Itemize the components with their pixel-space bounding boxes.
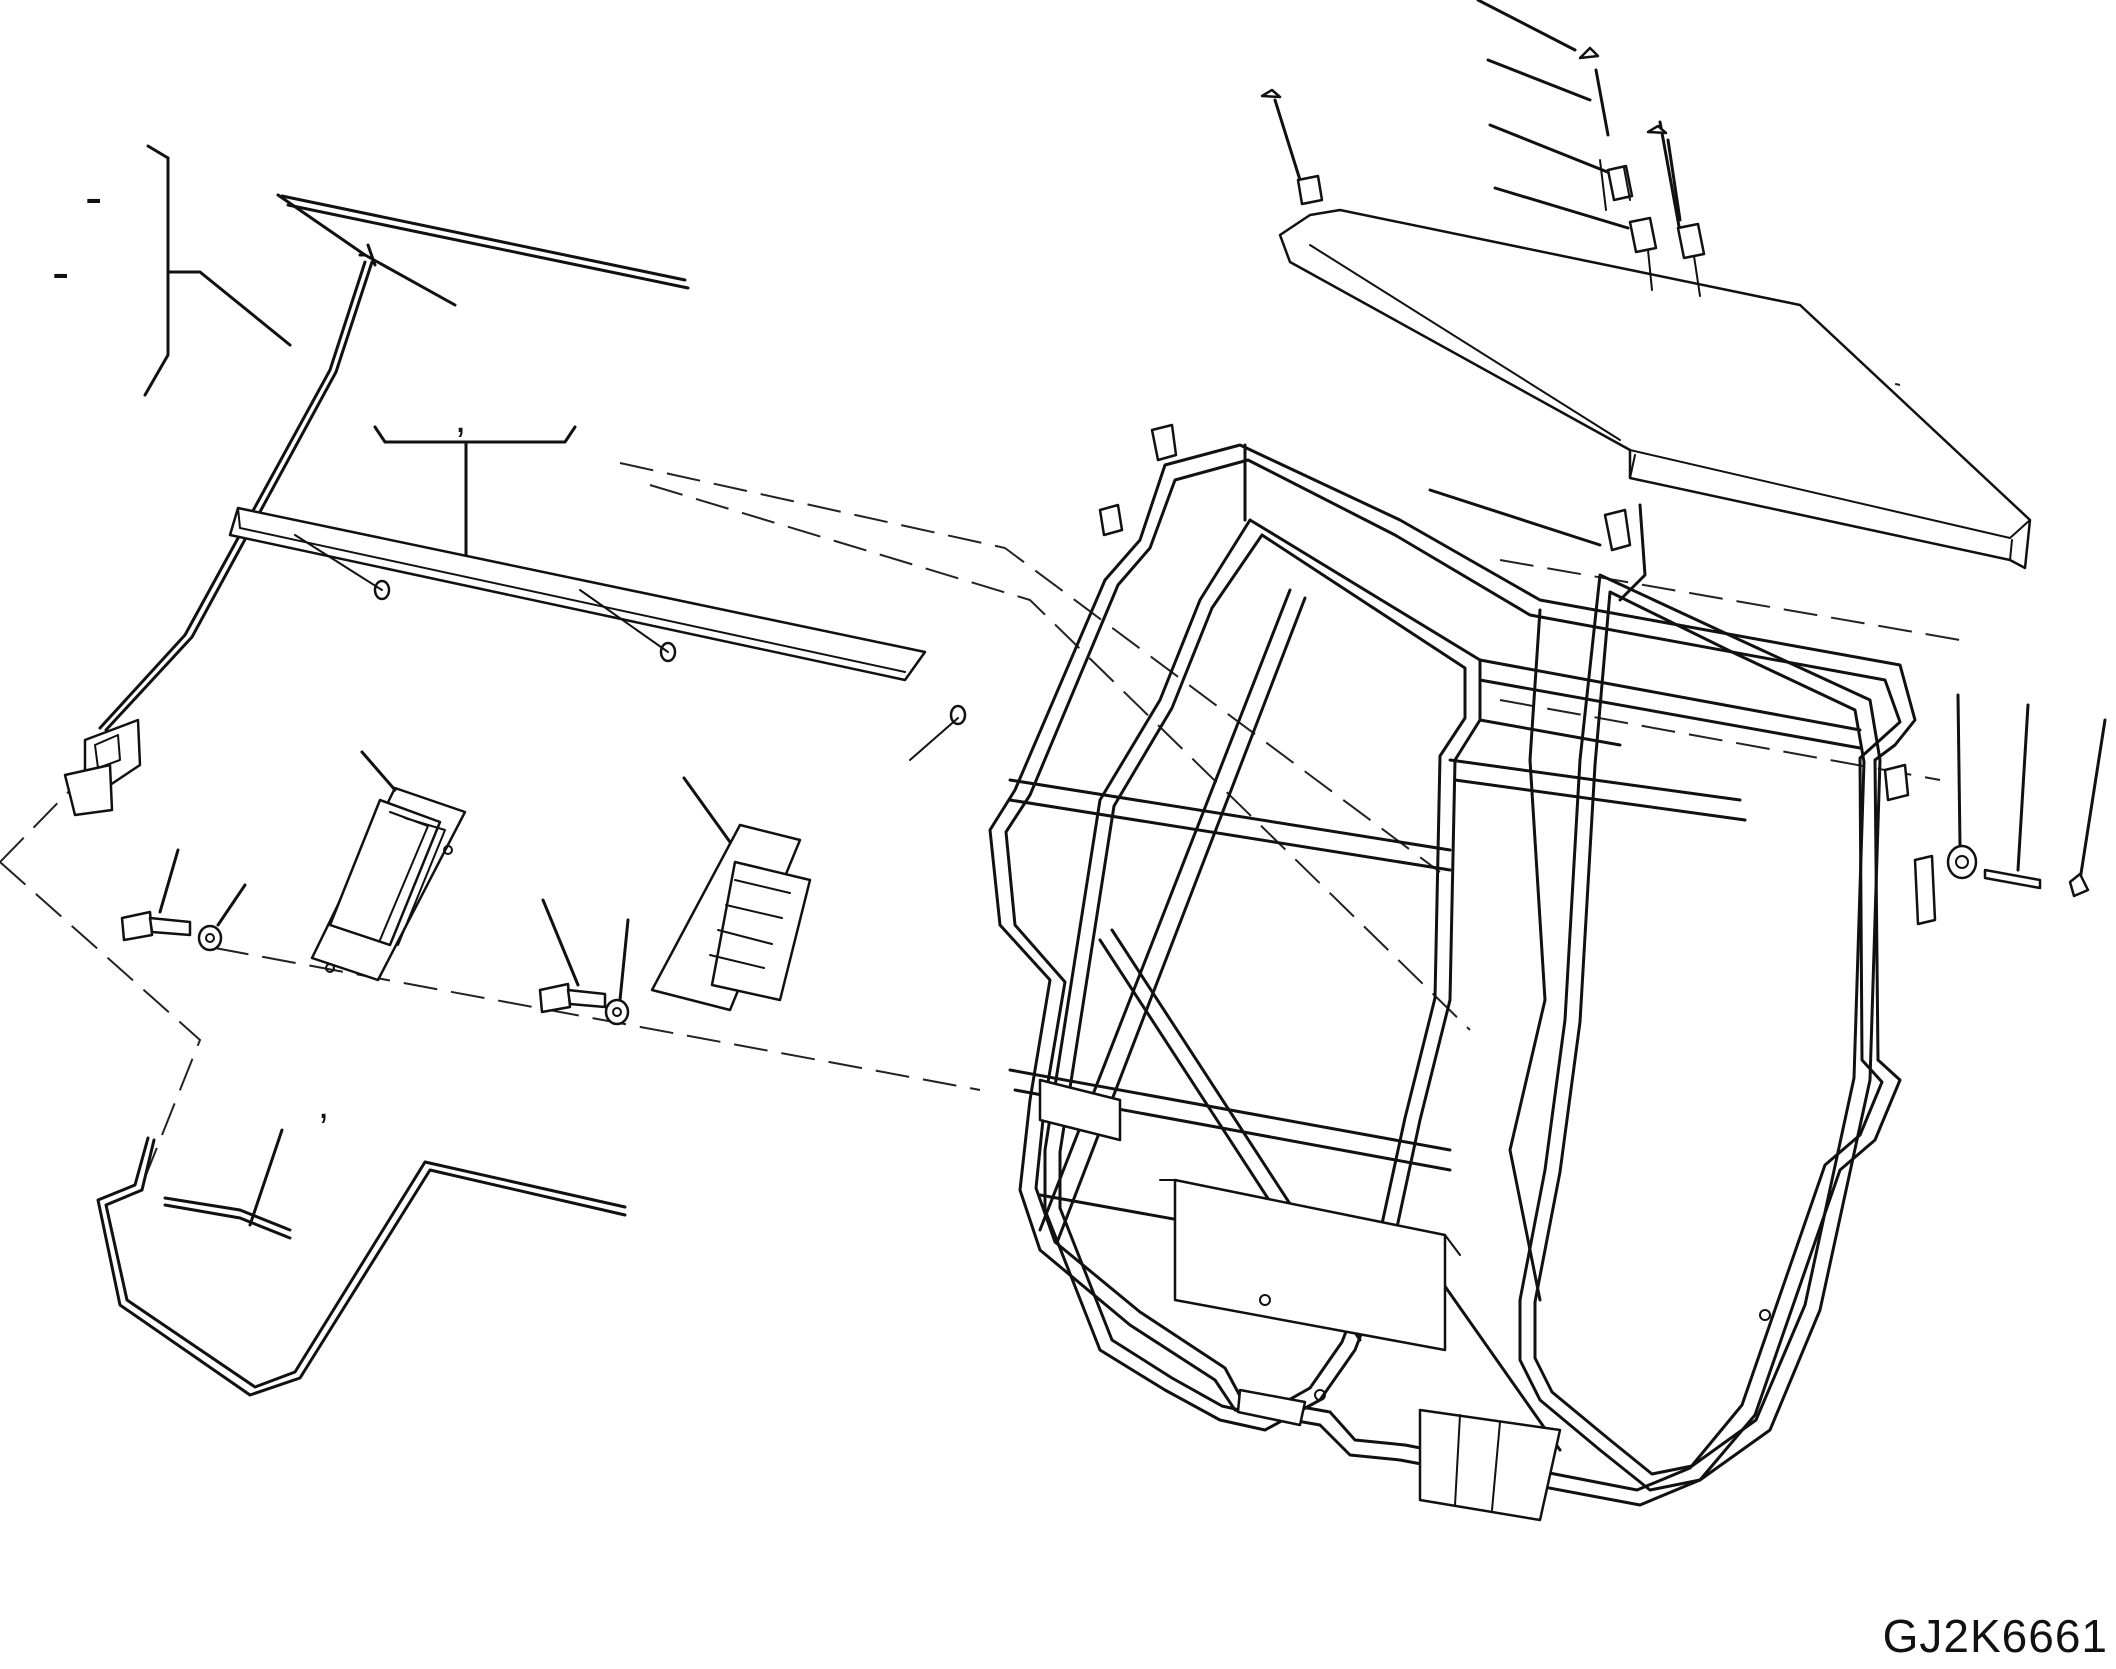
- relay-board-left: [310, 750, 467, 982]
- upper-harness: [63, 144, 690, 817]
- callout-dash-top: -: [85, 169, 102, 227]
- roof-panel: [1278, 208, 2032, 570]
- callout-bar-mark: ,: [455, 397, 466, 441]
- roof-fasteners: [1260, 0, 1706, 297]
- cab-frame: [988, 423, 1937, 1522]
- relay-board-right: [650, 776, 812, 1012]
- callout-marks: - - , ,: [52, 169, 466, 1127]
- bolt-set-left: [120, 848, 247, 952]
- side-fasteners: [1946, 693, 2107, 898]
- drawing-code: GJ2K6661: [1882, 1610, 2108, 1662]
- angle-bar: [228, 425, 967, 761]
- bolt-set-right: [538, 898, 630, 1026]
- callout-dash-bottom: -: [52, 244, 69, 302]
- callout-lower-mark: ,: [318, 1083, 329, 1127]
- lower-harness: [96, 1128, 627, 1397]
